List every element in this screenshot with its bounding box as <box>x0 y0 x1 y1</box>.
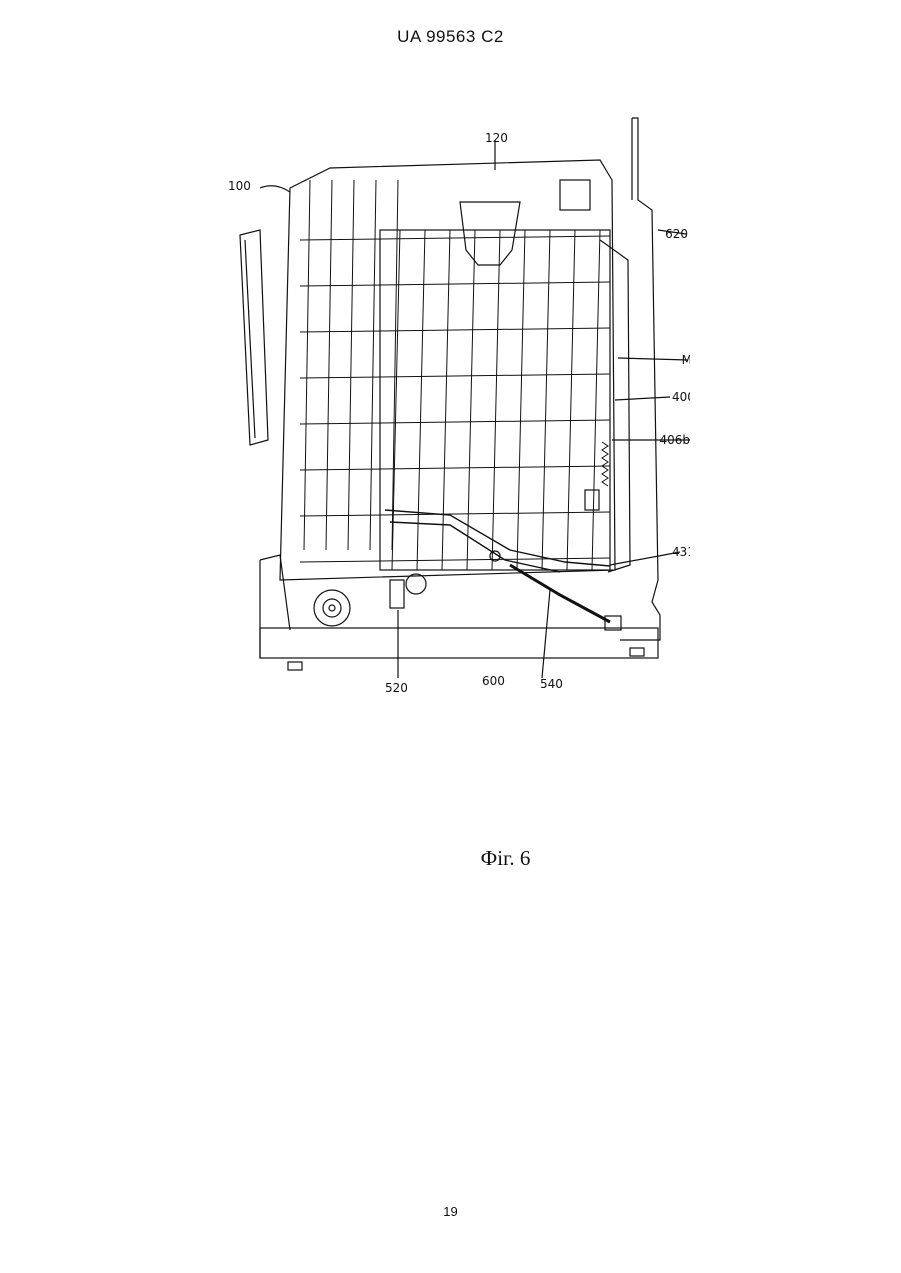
figure-caption: Фіг. 6 <box>0 846 901 871</box>
rack-wire-horizontal <box>300 466 610 470</box>
page-number: 19 <box>0 1204 901 1219</box>
rack-wire-vertical <box>417 230 425 570</box>
patent-number-header: UA 99563 C2 <box>0 27 901 47</box>
wheel-520 <box>314 590 350 626</box>
rack-wire-horizontal <box>300 420 610 424</box>
label-620: 620 <box>665 227 688 241</box>
label-540: 540 <box>540 677 563 691</box>
label-120: 120 <box>485 131 508 145</box>
label-431: 431 <box>672 545 690 559</box>
technical-drawing: 100 120 620 M 400 406b 431 520 600 540 <box>220 110 690 710</box>
rack-wire-vertical <box>592 230 600 570</box>
label-600: 600 <box>482 674 505 688</box>
rack-wire-horizontal <box>300 236 610 240</box>
spring-406b <box>602 442 608 486</box>
label-406b: 406b <box>659 433 690 447</box>
label-100: 100 <box>228 179 251 193</box>
rack-wire-horizontal <box>300 512 610 516</box>
rack-100 <box>280 160 615 580</box>
rack-wire-vertical <box>348 180 354 550</box>
rack-wire-vertical <box>304 180 310 550</box>
rack-wire-vertical <box>567 230 575 570</box>
arm-540 <box>385 510 610 566</box>
rack-wire-horizontal <box>300 328 610 332</box>
rack-wire-vertical <box>492 230 500 570</box>
rack-wire-horizontal <box>300 282 610 286</box>
rack-wire-vertical <box>467 230 475 570</box>
rack-wire-vertical <box>442 230 450 570</box>
label-520: 520 <box>385 681 408 695</box>
rack-wire-vertical <box>370 180 376 550</box>
inner-rack <box>380 230 610 570</box>
label-400: 400 <box>672 390 690 404</box>
rack-wire-vertical <box>542 230 550 570</box>
cup-120 <box>460 202 520 265</box>
rack-wire-vertical <box>326 180 332 550</box>
rack-wire-vertical <box>517 230 525 570</box>
rack-wire-horizontal <box>300 374 610 378</box>
base-600 <box>260 628 658 658</box>
label-M: M <box>682 353 690 367</box>
drawing-canvas: 100 120 620 M 400 406b 431 520 600 540 <box>220 110 690 710</box>
